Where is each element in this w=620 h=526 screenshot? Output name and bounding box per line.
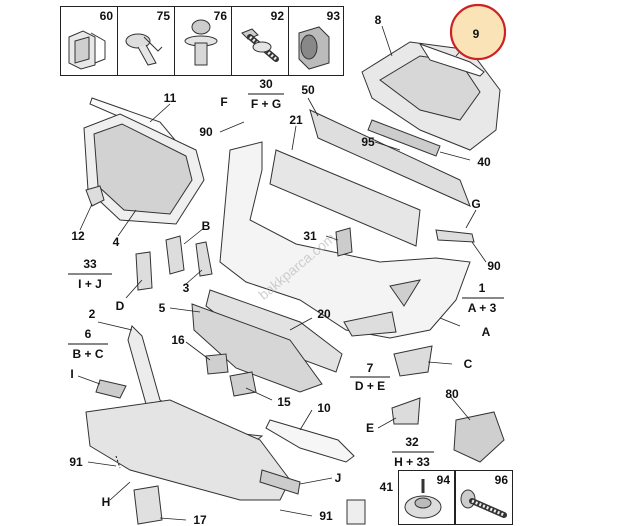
module-80[interactable] — [453, 411, 505, 463]
callout-20[interactable]: 20 — [317, 307, 331, 321]
panel-17[interactable] — [133, 485, 163, 525]
fastener-cell-75[interactable]: 75 — [118, 7, 175, 75]
callout-11[interactable]: 11 — [164, 91, 177, 105]
screw-icon — [241, 28, 279, 62]
fog-cover-E[interactable] — [391, 397, 421, 425]
callout-21[interactable]: 21 — [289, 113, 303, 127]
bracket-G[interactable] — [435, 229, 475, 243]
bracket-B[interactable] — [165, 235, 185, 275]
bracket-J[interactable] — [259, 469, 301, 495]
callout-6-sub: B + C — [72, 347, 103, 361]
push-clip-icon — [125, 33, 163, 66]
undertray-H[interactable] — [85, 399, 291, 501]
hardware-number: 94 — [436, 473, 450, 487]
rivet-icon — [184, 19, 218, 66]
callout-32[interactable]: 32 — [405, 435, 419, 449]
callout-1[interactable]: 1 — [479, 281, 486, 295]
hardware-cell-94[interactable]: 94 — [398, 470, 455, 525]
fastener-cell-76[interactable]: 76 — [175, 7, 232, 75]
plug-icon — [298, 26, 330, 70]
callout-1-sub: A + 3 — [468, 301, 497, 315]
combo-underlines — [68, 93, 504, 453]
fastener-cell-92[interactable]: 92 — [232, 7, 289, 75]
callout-B[interactable]: B — [202, 219, 211, 233]
callout-6[interactable]: 6 — [85, 327, 92, 341]
hardware-cell-41[interactable]: 41 — [345, 480, 395, 525]
callout-30[interactable]: 30 — [259, 77, 273, 91]
callout-30-sub: F + G — [251, 97, 281, 111]
fastener-number: 75 — [156, 9, 170, 23]
callout-7[interactable]: 7 — [367, 361, 374, 375]
hardware-number: 41 — [379, 480, 393, 494]
bracket-D[interactable] — [135, 251, 153, 291]
callout-80[interactable]: 80 — [445, 387, 459, 401]
callout-10[interactable]: 10 — [317, 401, 331, 415]
callout-7-sub: D + E — [355, 379, 385, 393]
callout-16[interactable]: 16 — [171, 333, 185, 347]
leader-lines — [77, 25, 487, 521]
clip-nut-icon — [68, 30, 106, 70]
bracket-3[interactable] — [195, 241, 213, 277]
callout-E[interactable]: E — [366, 421, 374, 435]
callout-31[interactable]: 31 — [303, 229, 317, 243]
callout-12[interactable]: 12 — [71, 229, 85, 243]
callout-32-sub: H + 33 — [394, 455, 430, 469]
callout-17[interactable]: 17 — [193, 513, 207, 525]
strip-9[interactable] — [418, 43, 485, 77]
label-plate-icon — [346, 499, 366, 525]
callout-40[interactable]: 40 — [477, 155, 491, 169]
grille-4[interactable] — [83, 113, 205, 225]
bumper-cover-1[interactable] — [219, 141, 471, 339]
callout-4[interactable]: 4 — [113, 235, 120, 249]
trim-10[interactable] — [265, 419, 355, 463]
callout-D[interactable]: D — [116, 299, 125, 313]
absorber-21[interactable] — [269, 149, 421, 247]
insert-16[interactable] — [205, 353, 229, 375]
callout-33[interactable]: 33 — [83, 257, 97, 271]
fastener-cell-93[interactable]: 93 — [289, 7, 344, 75]
bracket-I[interactable] — [95, 379, 127, 399]
highlight-ring — [449, 3, 507, 61]
insert-15[interactable] — [229, 371, 257, 397]
callout-50[interactable]: 50 — [301, 83, 315, 97]
callout-8[interactable]: 8 — [375, 13, 382, 27]
callout-H[interactable]: H — [102, 495, 111, 509]
washer-screw-icon — [404, 479, 442, 519]
fastener-cell-60[interactable]: 60 — [61, 7, 118, 75]
callout-15[interactable]: 15 — [277, 395, 291, 409]
flange-bolt-icon — [460, 489, 507, 518]
callout-J[interactable]: J — [335, 471, 342, 485]
fastener-number: 76 — [213, 9, 227, 23]
callout-90a[interactable]: 90 — [199, 125, 213, 139]
callout-91b[interactable]: 91 — [319, 509, 333, 523]
bracket-12[interactable] — [85, 185, 105, 207]
fastener-number: 92 — [270, 9, 284, 23]
callout-3[interactable]: 3 — [183, 281, 190, 295]
bracket-31[interactable] — [335, 227, 353, 257]
bracket-95[interactable] — [367, 119, 441, 157]
callout-9[interactable]: 9 — [473, 27, 480, 41]
callout-5[interactable]: 5 — [159, 301, 166, 315]
callout-33-sub: I + J — [78, 277, 102, 291]
fastener-number: 93 — [326, 9, 340, 23]
lower-grille-5[interactable] — [191, 303, 323, 393]
callout-90b[interactable]: 90 — [487, 259, 501, 273]
fastener-strip: 60 75 76 92 — [60, 6, 344, 76]
callout-G[interactable]: G — [471, 197, 480, 211]
callout-91a[interactable]: 91 — [69, 455, 83, 469]
fastener-number: 60 — [99, 9, 113, 23]
lower-grille-20[interactable] — [205, 289, 343, 373]
beam-50[interactable] — [309, 109, 471, 207]
callout-C[interactable]: C — [464, 357, 473, 371]
hardware-cell-96[interactable]: 96 — [455, 470, 513, 525]
hardware-number: 96 — [494, 473, 508, 487]
fog-cover-C[interactable] — [393, 345, 433, 377]
callout-2[interactable]: 2 — [89, 307, 96, 321]
callout-95[interactable]: 95 — [361, 135, 375, 149]
callout-A[interactable]: A — [482, 325, 491, 339]
callout-F[interactable]: F — [220, 95, 227, 109]
callout-I[interactable]: I — [70, 367, 73, 381]
